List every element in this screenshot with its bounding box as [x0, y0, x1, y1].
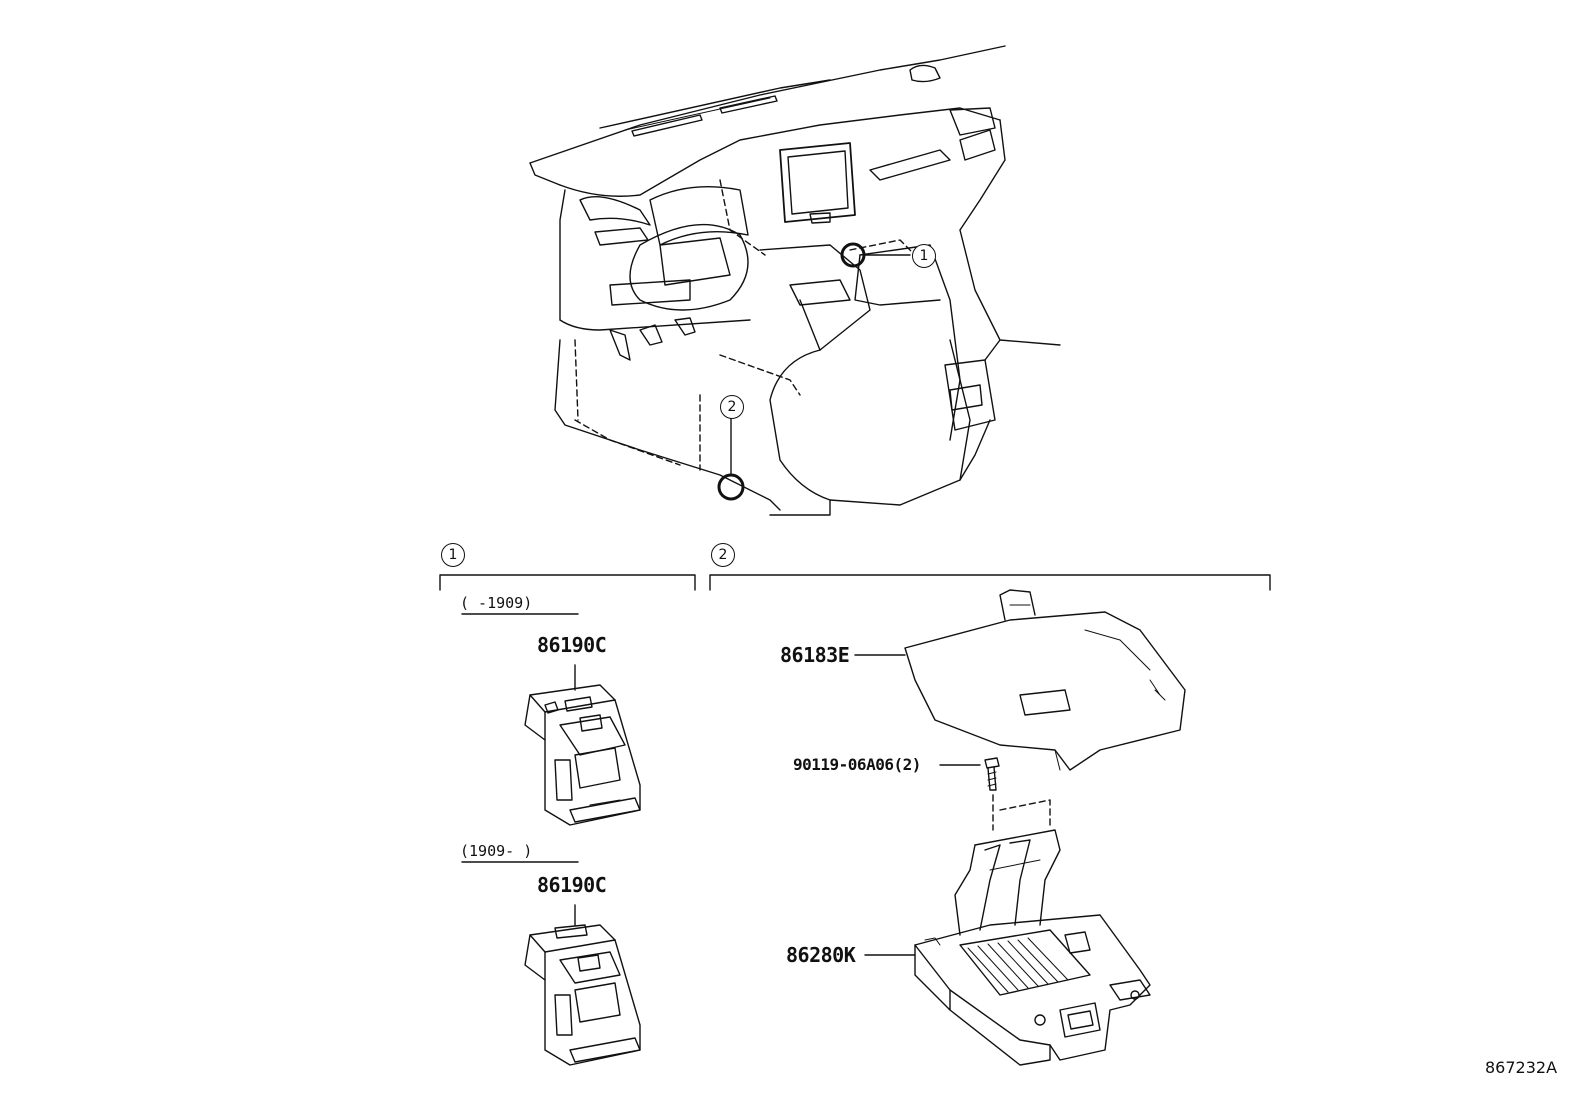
part-number-90119-06a06[interactable]: 90119-06A06(2) — [793, 755, 921, 774]
group-brackets — [439, 574, 1271, 863]
date-range-lower: (1909- ) — [460, 842, 533, 860]
vehicle-interior-illustration — [529, 45, 1061, 516]
part-number-86183e[interactable]: 86183E — [780, 643, 850, 667]
callout-1-marker: 1 — [912, 244, 936, 268]
switch-86190c-upper — [524, 664, 641, 826]
date-range-upper: ( -1909) — [460, 594, 533, 612]
switch-86190c-lower — [524, 904, 641, 1066]
location-markers — [717, 242, 911, 501]
location-marker-2 — [717, 473, 745, 501]
illustration-code: 867232A — [1485, 1058, 1558, 1077]
group-2-header: 2 — [711, 543, 735, 567]
callout-2-marker: 2 — [720, 395, 744, 419]
part-number-86190c-upper[interactable]: 86190C — [537, 633, 607, 657]
amplifier-86280k — [864, 829, 1151, 1066]
cover-86183e — [854, 589, 1186, 771]
part-number-86190c-lower[interactable]: 86190C — [537, 873, 607, 897]
part-number-86280k[interactable]: 86280K — [786, 943, 856, 967]
group-1-header: 1 — [441, 543, 465, 567]
bolt-90119-06a06 — [939, 757, 1051, 831]
